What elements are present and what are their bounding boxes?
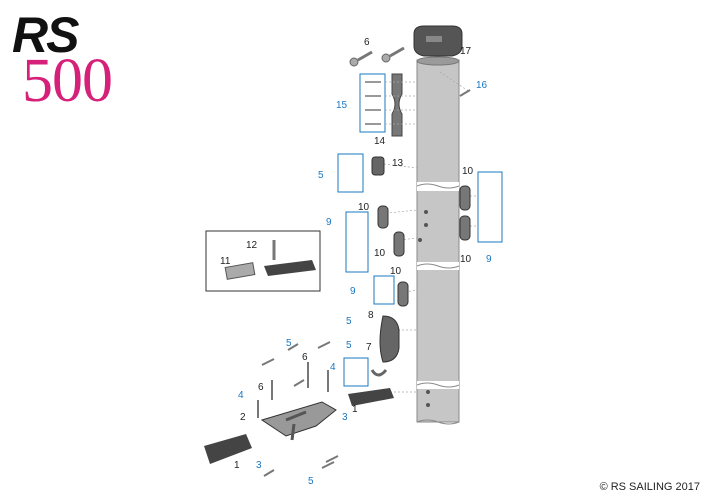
callout-12: 12 (246, 240, 258, 251)
callout-6-left: 6 (258, 382, 264, 393)
callout-5-top: 5 (318, 170, 324, 181)
logo-brand: RS (12, 7, 79, 63)
rs500-logo: RS 500 (8, 2, 138, 115)
callout-10-right-bot: 10 (460, 254, 472, 265)
callout-14: 14 (374, 136, 386, 147)
callout-5-left: 5 (286, 338, 292, 349)
mast-tube (416, 56, 460, 425)
step-pad-lower (204, 434, 252, 464)
callout-17: 17 (460, 46, 472, 57)
callout-10-left-mid: 10 (374, 248, 386, 259)
callout-9-right: 9 (486, 254, 492, 265)
callout-10-right-top: 10 (462, 166, 474, 177)
rivet-group-9-right (477, 171, 503, 243)
logo-model: 500 (22, 47, 113, 115)
slot-plates (377, 185, 471, 307)
rivet-group-9-left (345, 211, 369, 273)
inset-box (205, 230, 321, 292)
guide-lines (377, 71, 476, 393)
callout-7: 7 (366, 342, 372, 353)
callout-3-right: 3 (342, 412, 348, 423)
kicker-fitting-8 (379, 315, 400, 363)
callout-10-low: 10 (390, 266, 402, 277)
callout-3-left: 3 (256, 460, 262, 471)
callout-13: 13 (392, 158, 404, 169)
rivet-group-9-mid (373, 275, 395, 305)
callout-11: 11 (220, 256, 231, 267)
rivet-group-5-low (343, 357, 369, 387)
mast-step-fitting (260, 401, 337, 441)
sheave-plate (391, 73, 403, 137)
callout-6-mid: 6 (302, 352, 308, 363)
callout-2: 2 (240, 412, 246, 423)
cleat-13 (371, 156, 385, 176)
callout-5-right: 5 (346, 340, 352, 351)
callout-15: 15 (336, 100, 348, 111)
callout-16: 16 (476, 80, 488, 91)
copyright-notice: © RS SAILING 2017 (599, 481, 700, 493)
shackle-7 (370, 369, 388, 377)
rivet-group-5-top (337, 153, 364, 193)
step-pad-upper (348, 388, 394, 406)
callout-9-mid: 9 (350, 286, 356, 297)
callout-6-top: 6 (364, 37, 370, 48)
callout-1-upper: 1 (352, 404, 358, 415)
callout-5-bottom: 5 (308, 476, 314, 487)
masthead-cap (413, 25, 463, 57)
callout-5-mid: 5 (346, 316, 352, 327)
top-bolts (349, 46, 405, 67)
callout-8: 8 (368, 310, 374, 321)
callout-4-left: 4 (238, 390, 244, 401)
callout-1-lower: 1 (234, 460, 240, 471)
callout-9-left: 9 (326, 217, 332, 228)
callout-4-right: 4 (330, 362, 336, 373)
callout-10-left-top: 10 (358, 202, 370, 213)
rivet-group-15 (359, 73, 386, 133)
fasteners (257, 89, 471, 477)
rivets-15 (365, 81, 381, 125)
